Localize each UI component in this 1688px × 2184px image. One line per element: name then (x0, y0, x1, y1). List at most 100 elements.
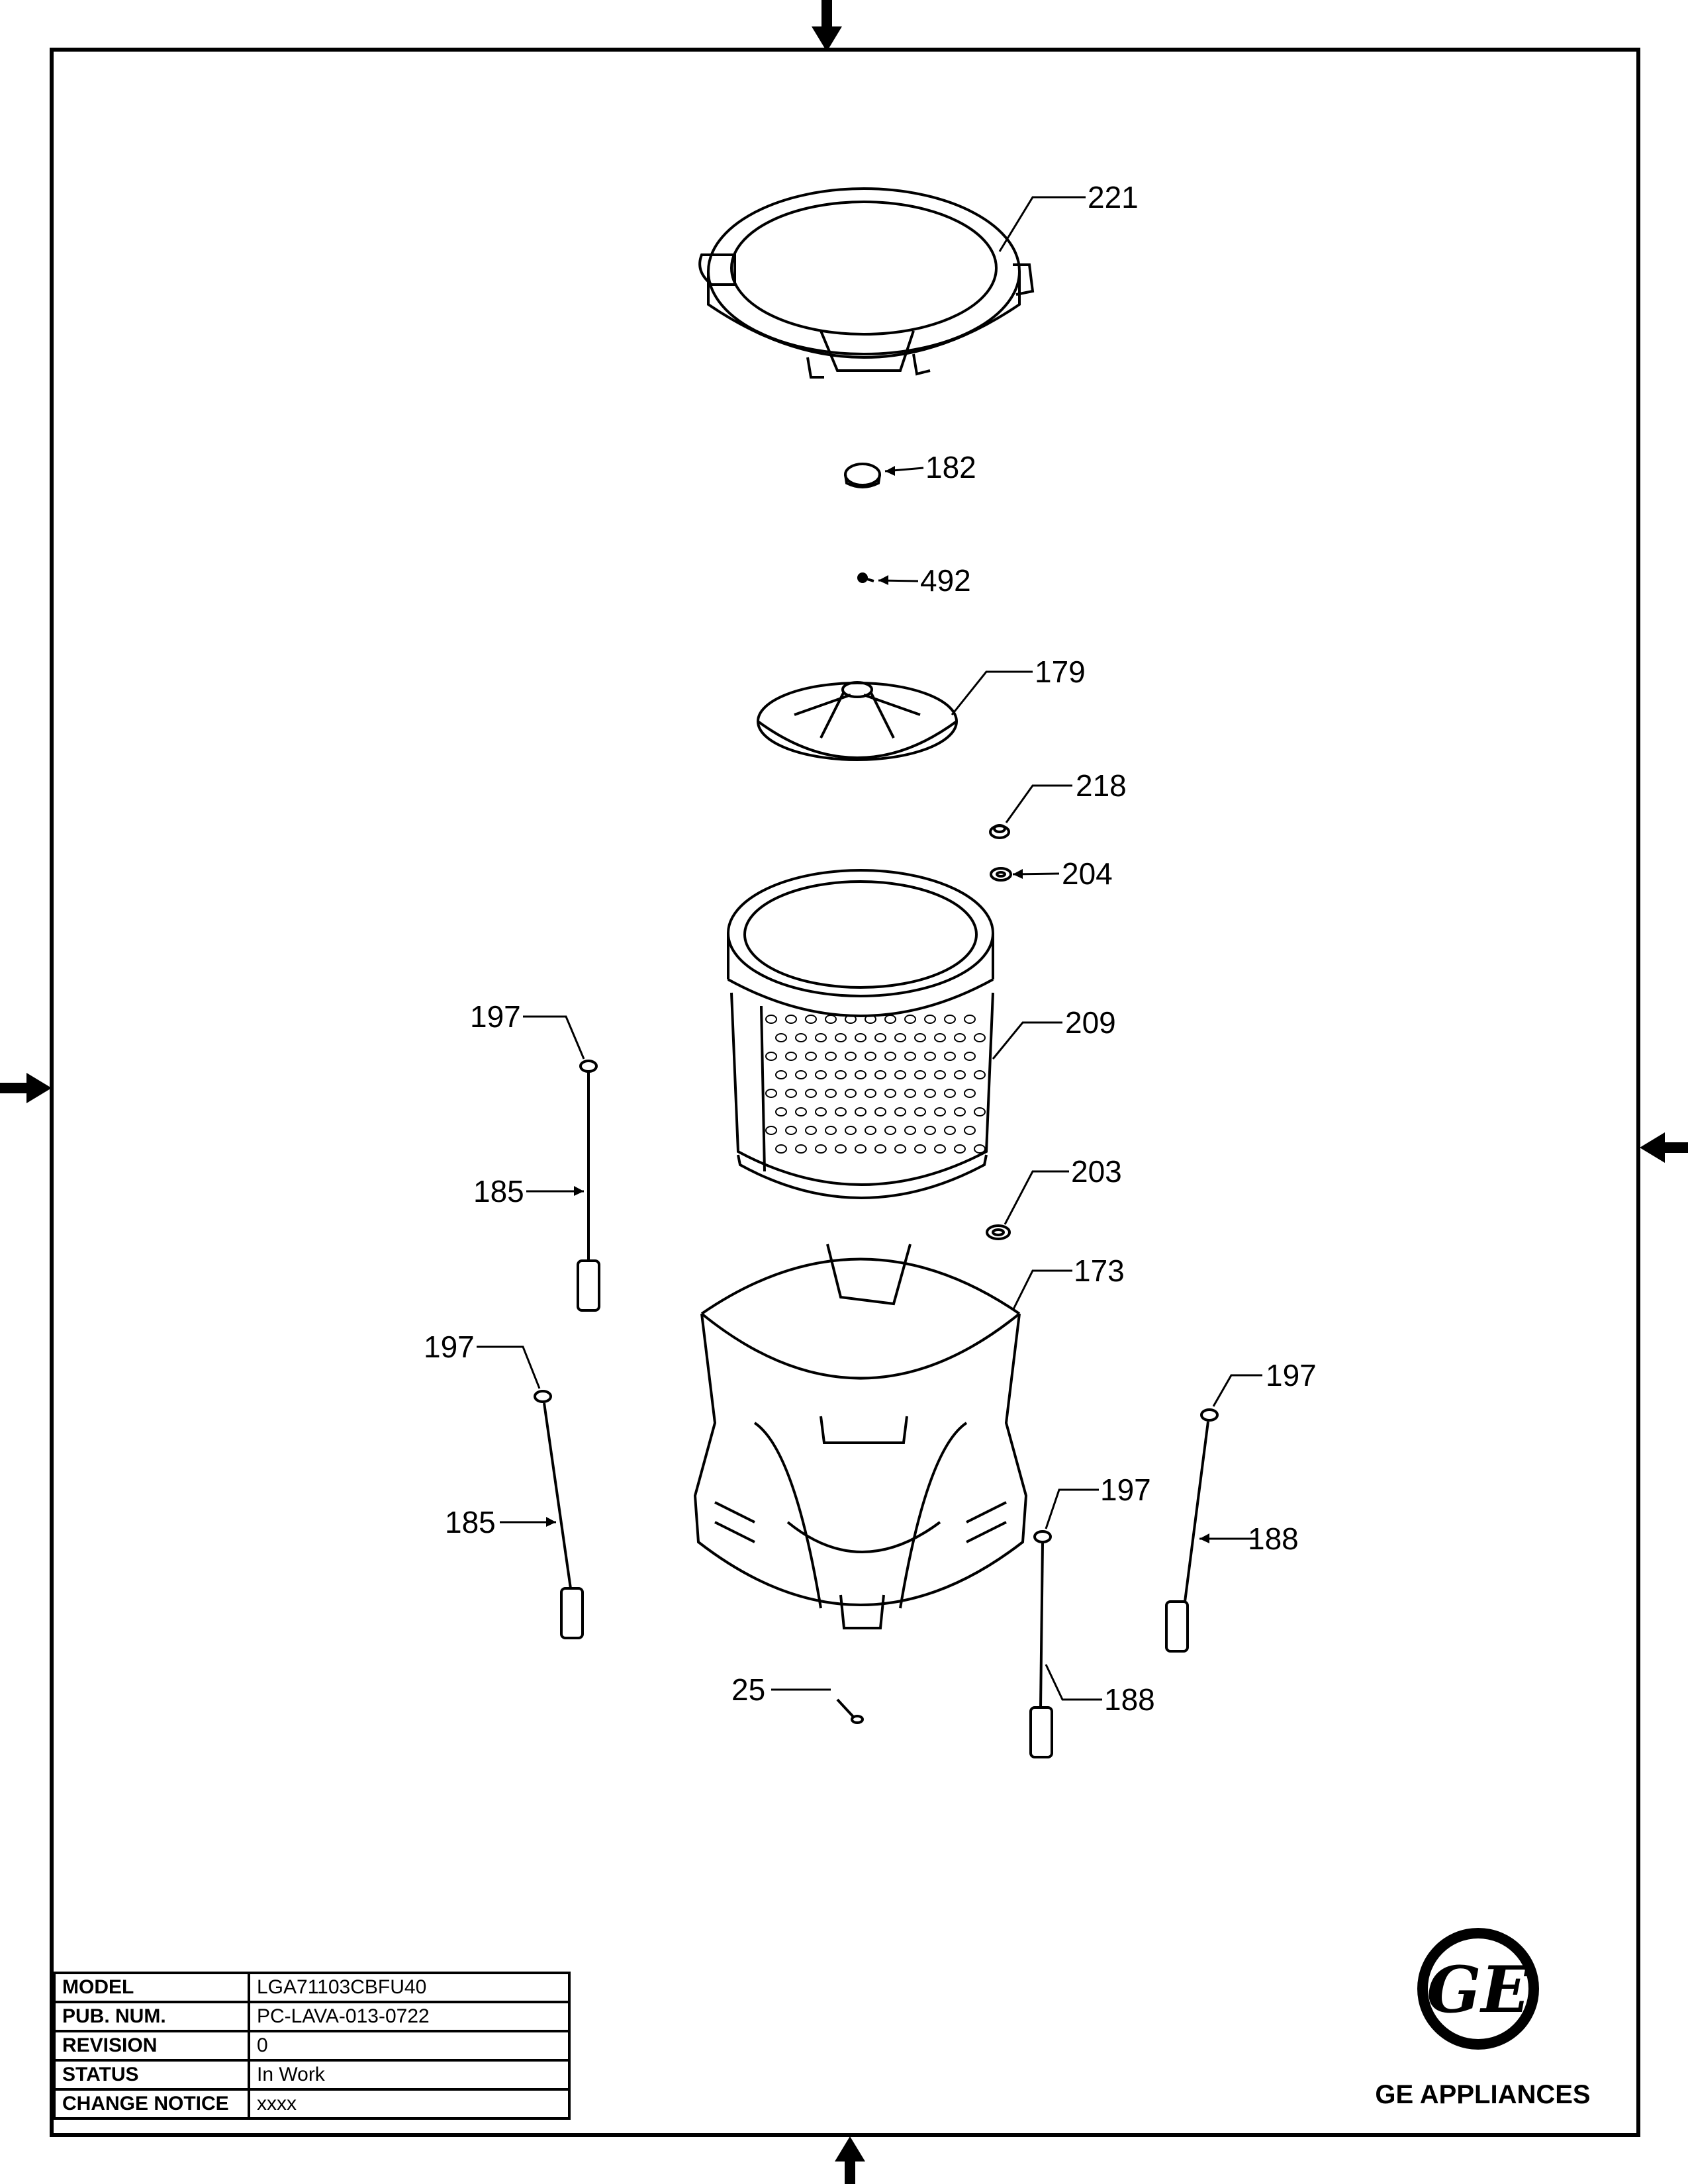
title-block-label: STATUS (53, 2059, 250, 2091)
basket-hole (944, 1015, 956, 1024)
basket-hole (924, 1089, 936, 1098)
basket-hole (765, 1126, 777, 1135)
basket-hole (894, 1033, 906, 1042)
basket-hole (785, 1089, 797, 1098)
basket-hole (884, 1052, 896, 1061)
basket-hole (825, 1089, 837, 1098)
title-block-label: REVISION (53, 2030, 250, 2062)
callout-197-b: 197 (424, 1330, 475, 1364)
basket-hole (825, 1126, 837, 1135)
basket-hole (855, 1107, 867, 1116)
basket-hole (775, 1107, 787, 1116)
basket-hole (865, 1015, 876, 1024)
basket-hole (934, 1144, 946, 1154)
basket-hole (795, 1070, 807, 1079)
basket-hole (835, 1033, 847, 1042)
basket-hole (795, 1033, 807, 1042)
basket-hole (944, 1126, 956, 1135)
basket-hole (894, 1144, 906, 1154)
basket-hole (785, 1015, 797, 1024)
basket-hole (805, 1126, 817, 1135)
callout-185-a: 185 (473, 1174, 524, 1208)
basket-hole (765, 1052, 777, 1061)
basket-hole (805, 1089, 817, 1098)
basket-hole (855, 1070, 867, 1079)
part-185-suspension-rod-b (534, 1390, 584, 1639)
brand-name: GE APPLIANCES (1375, 2080, 1591, 2109)
part-185-suspension-rod-a (577, 1060, 600, 1312)
basket-hole (934, 1070, 946, 1079)
basket-hole (914, 1033, 926, 1042)
basket-hole (815, 1033, 827, 1042)
basket-hole (974, 1070, 986, 1079)
basket-hole (924, 1052, 936, 1061)
basket-hole (865, 1052, 876, 1061)
basket-hole (775, 1144, 787, 1154)
basket-hole (874, 1070, 886, 1079)
part-209-wash-basket (727, 869, 994, 1199)
basket-hole (964, 1015, 976, 1024)
basket-hole (964, 1126, 976, 1135)
part-203-seal (986, 1224, 1011, 1240)
basket-hole (934, 1033, 946, 1042)
svg-text:GE: GE (1427, 1952, 1530, 2027)
ge-logo: GE (1417, 1928, 1539, 2050)
basket-hole (825, 1015, 837, 1024)
title-block-value: LGA71103CBFU40 (248, 1972, 571, 2003)
basket-hole (904, 1052, 916, 1061)
callout-492: 492 (920, 563, 971, 598)
basket-hole (795, 1107, 807, 1116)
basket-hole (835, 1070, 847, 1079)
basket-hole (904, 1089, 916, 1098)
title-block-value: In Work (248, 2059, 571, 2091)
callout-197-d: 197 (1100, 1473, 1151, 1507)
basket-hole (845, 1052, 857, 1061)
basket-hole (805, 1015, 817, 1024)
basket-hole (865, 1089, 876, 1098)
basket-hole (835, 1107, 847, 1116)
basket-hole (974, 1033, 986, 1042)
basket-hole (884, 1126, 896, 1135)
callout-188-b: 188 (1104, 1682, 1155, 1717)
callout-197-c: 197 (1266, 1358, 1317, 1392)
basket-hole (805, 1052, 817, 1061)
part-188-suspension-rod-b (1029, 1530, 1053, 1758)
part-218-nut (989, 824, 1010, 839)
basket-hole (815, 1070, 827, 1079)
basket-hole (795, 1144, 807, 1154)
basket-hole (944, 1052, 956, 1061)
basket-hole (835, 1144, 847, 1154)
part-492-bolt (857, 572, 874, 583)
title-block-row: PUB. NUM.PC-LAVA-013-0722 (53, 2001, 571, 2032)
basket-hole (775, 1033, 787, 1042)
basket-hole (765, 1015, 777, 1024)
title-block-value: PC-LAVA-013-0722 (248, 2001, 571, 2032)
basket-hole (904, 1126, 916, 1135)
part-173-outer-tub (693, 1244, 1028, 1629)
basket-hole (954, 1070, 966, 1079)
basket-hole (944, 1089, 956, 1098)
page-border (50, 48, 1640, 2137)
callout-218: 218 (1076, 768, 1127, 803)
title-block-label: CHANGE NOTICE (53, 2088, 250, 2120)
part-221-tub-cover (698, 187, 1035, 379)
basket-hole (964, 1089, 976, 1098)
callout-labels: 221 182 492 179 218 204 209 197 185 203 … (424, 180, 1317, 1717)
basket-hole (845, 1126, 857, 1135)
basket-hole (924, 1126, 936, 1135)
basket-hole (934, 1107, 946, 1116)
basket-hole (974, 1107, 986, 1116)
basket-perforation-pattern (765, 1015, 986, 1154)
basket-hole (894, 1070, 906, 1079)
basket-hole (785, 1126, 797, 1135)
callout-179: 179 (1035, 655, 1086, 689)
callout-204: 204 (1062, 856, 1113, 891)
callout-188-a: 188 (1248, 1522, 1299, 1556)
part-179-pulsator (757, 681, 958, 761)
